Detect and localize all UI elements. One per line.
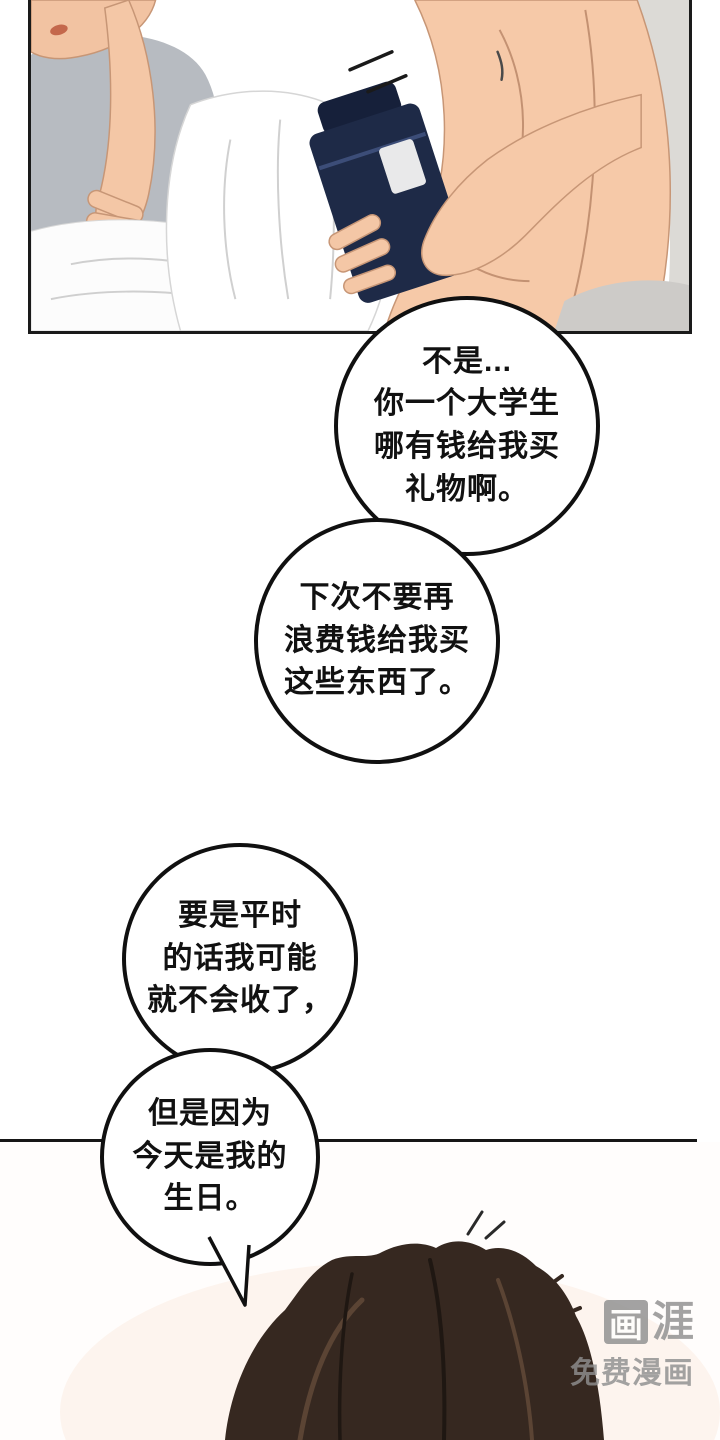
watermark: 画 涯 免费漫画 [570,1300,694,1392]
speech-bubble-3: 要是平时 的话我可能 就不会收了， [122,843,358,1075]
bed-scene-illustration [31,0,689,331]
bubble-line: 生日。 [163,1182,257,1216]
bubble-line: 下次不要再 [299,581,455,615]
bubble-line: 但是因为 [148,1097,272,1131]
bubble-line: 你一个大学生 [374,387,560,421]
bottom-panel-border [0,1139,697,1142]
bubble-line: 的话我可能 [162,941,318,975]
watermark-logo-text: 涯 [651,1298,694,1345]
speech-bubble-2: 下次不要再 浪费钱给我买 这些东西了。 [254,518,500,764]
bubble-line: 哪有钱给我买 [374,430,560,463]
bubble-line: 不是... [421,344,512,378]
bubble-tail [207,1236,251,1307]
bubble-line: 浪费钱给我买 [284,623,470,657]
bubble-line: 今天是我的 [132,1139,288,1173]
speech-bubble-1: 不是... 你一个大学生 哪有钱给我买 礼物啊。 [334,296,600,556]
watermark-logo: 画 涯 [570,1298,694,1345]
bubble-line: 礼物啊。 [405,472,529,506]
bubble-line: 要是平时 [178,899,302,933]
top-panel [28,0,692,334]
watermark-subtitle: 免费漫画 [570,1357,694,1390]
speech-bubble-4: 但是因为 今天是我的 生日。 [100,1048,320,1266]
bubble-line: 就不会收了， [147,984,333,1018]
watermark-logo-box: 画 [603,1300,648,1345]
bubble-line: 这些东西了。 [284,666,470,700]
